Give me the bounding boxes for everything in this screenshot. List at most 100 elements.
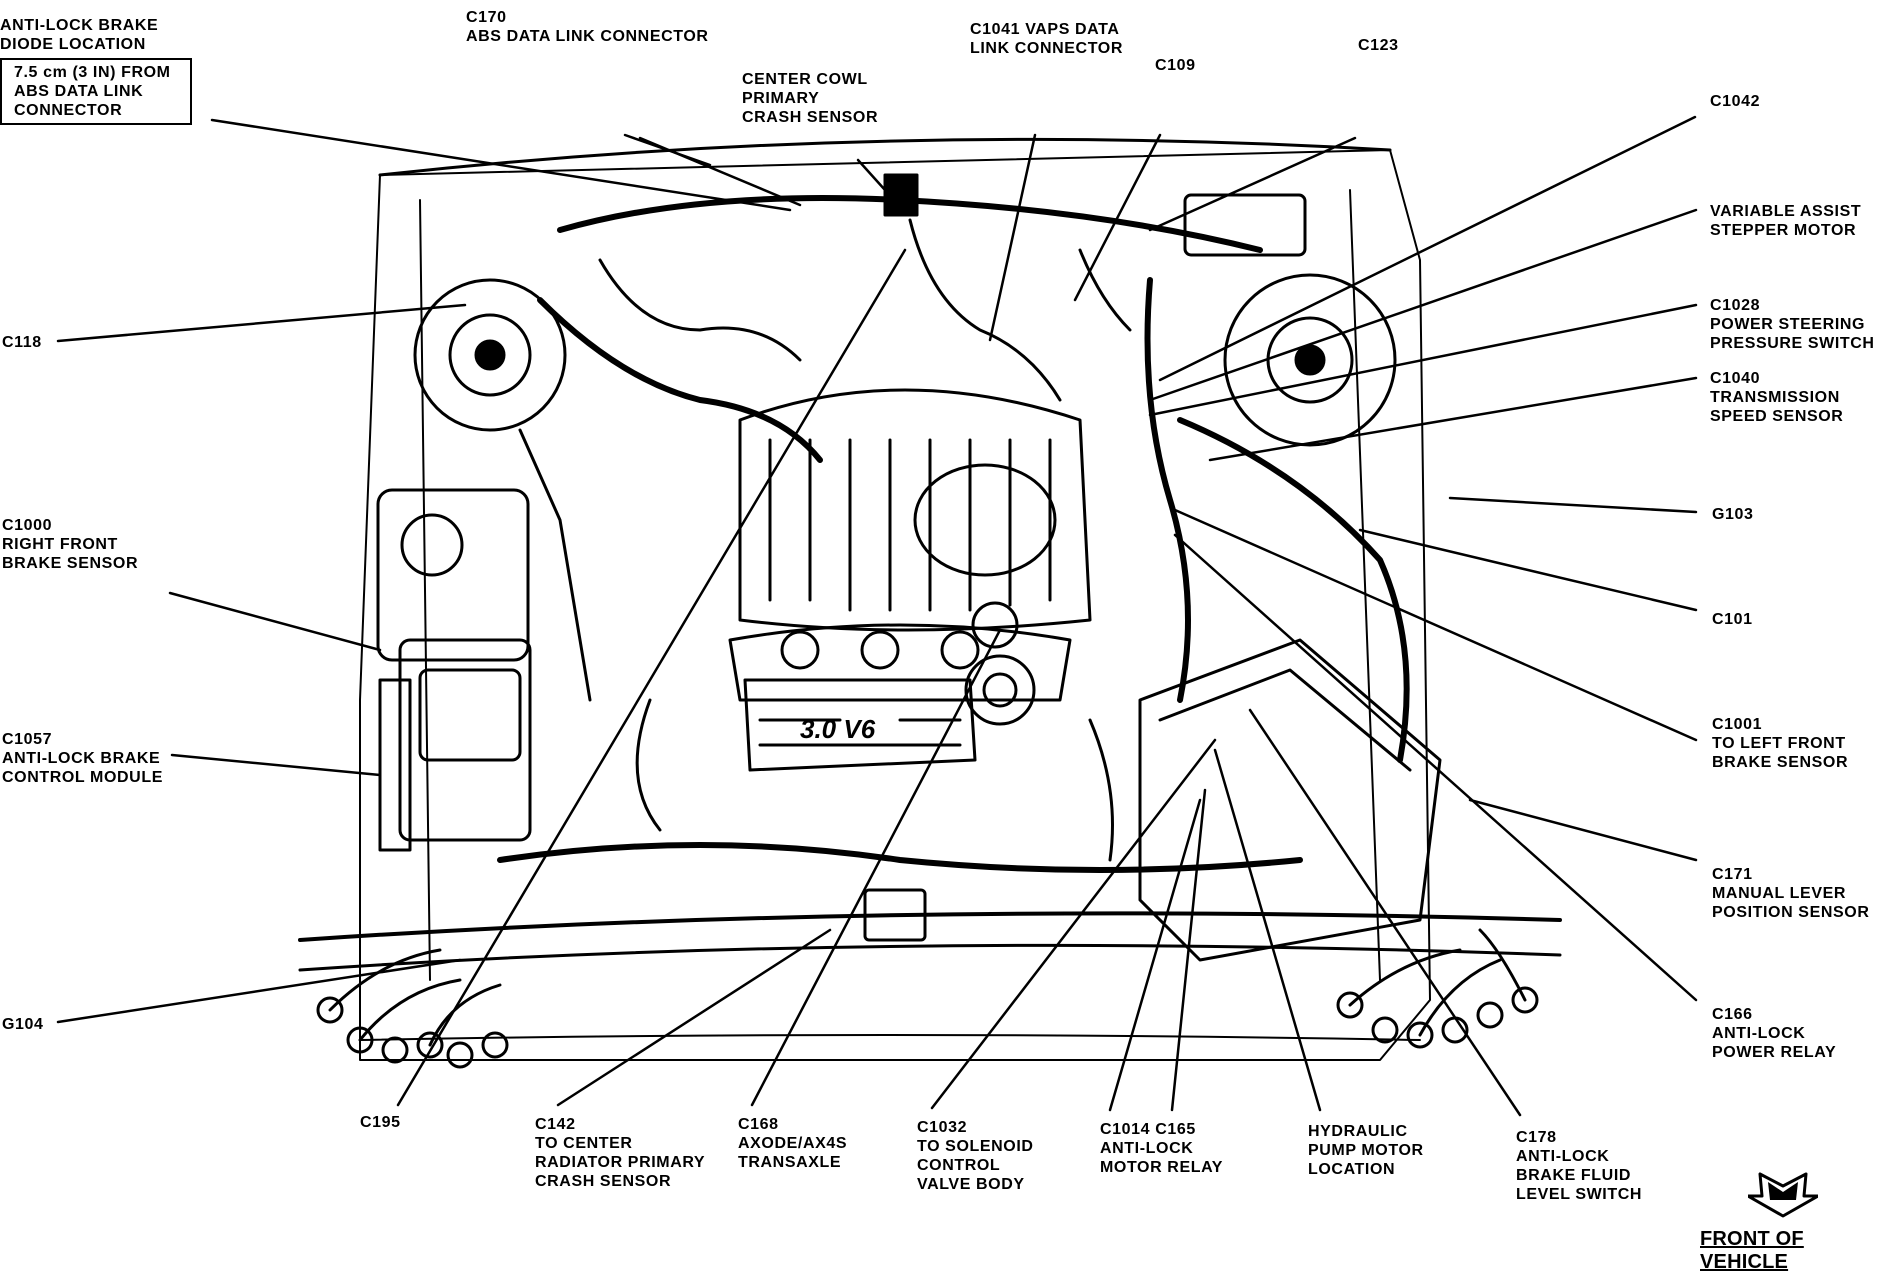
label-line: DIODE LOCATION bbox=[0, 36, 146, 53]
callout-text: RIGHT FRONT bbox=[2, 536, 118, 553]
left-strut-tower bbox=[413, 278, 567, 432]
callout-c195: C195 bbox=[360, 1113, 401, 1132]
abs-control-module bbox=[376, 488, 532, 852]
leader-line-c1014-c165 bbox=[1108, 798, 1202, 1112]
callout-g104: G104 bbox=[2, 1015, 44, 1034]
callout-c1032: C1032 TO SOLENOID CONTROL VALVE BODY bbox=[917, 1118, 1034, 1194]
leader-line-c171 bbox=[1468, 798, 1698, 862]
callout-text: CRASH SENSOR bbox=[742, 109, 879, 126]
leader-line-g103 bbox=[1448, 496, 1698, 514]
callout-text: LINK CONNECTOR bbox=[970, 40, 1123, 57]
battery-area bbox=[1138, 638, 1442, 962]
callout-text: C178 bbox=[1516, 1129, 1557, 1146]
callout-text: ANTI-LOCK bbox=[1712, 1025, 1806, 1042]
callout-text: PUMP MOTOR bbox=[1308, 1142, 1424, 1159]
callout-text: STEPPER MOTOR bbox=[1710, 222, 1857, 239]
callout-text: BRAKE FLUID bbox=[1516, 1167, 1632, 1184]
abs-diode-note-box: 7.5 cm (3 IN) FROM ABS DATA LINK CONNECT… bbox=[0, 58, 192, 125]
callout-text: ABS DATA LINK CONNECTOR bbox=[466, 28, 709, 45]
leader-line-c123 bbox=[1148, 136, 1357, 232]
callout-text: SPEED SENSOR bbox=[1710, 408, 1844, 425]
callout-text: C1000 bbox=[2, 517, 53, 534]
leader-line-c142 bbox=[556, 928, 832, 1107]
callout-text: POWER STEERING bbox=[1710, 316, 1866, 333]
callout-text: TRANSMISSION bbox=[1710, 389, 1840, 406]
callout-text: ANTI-LOCK bbox=[1100, 1140, 1194, 1157]
callout-text: TO SOLENOID bbox=[917, 1138, 1034, 1155]
callout-c1042: C1042 bbox=[1710, 92, 1760, 111]
valve-cover bbox=[743, 601, 1036, 772]
leader-line-c166 bbox=[1173, 533, 1698, 1002]
note-line: CONNECTOR bbox=[14, 102, 123, 119]
inner-fender-left bbox=[419, 199, 431, 981]
callout-text: C1040 bbox=[1710, 370, 1761, 387]
leader-line-c1028 bbox=[1148, 303, 1698, 417]
callout-text: C1014 C165 bbox=[1100, 1121, 1196, 1138]
callout-hydraulic-pump: HYDRAULIC PUMP MOTOR LOCATION bbox=[1308, 1122, 1424, 1179]
callout-text: CONTROL bbox=[917, 1157, 1001, 1174]
callout-text: MOTOR RELAY bbox=[1100, 1159, 1224, 1176]
callout-text: C195 bbox=[360, 1114, 401, 1131]
right-strut-tower bbox=[1223, 273, 1397, 447]
callout-c118: C118 bbox=[2, 333, 42, 352]
wiring-harness-detail bbox=[518, 218, 1132, 862]
callout-text: G104 bbox=[2, 1016, 44, 1033]
leader-line-c1041 bbox=[988, 133, 1037, 342]
leader-line-c118 bbox=[56, 303, 467, 343]
leader-line-c178 bbox=[1248, 708, 1522, 1117]
callout-text: AXODE/AX4S bbox=[738, 1135, 848, 1152]
leader-line-c1042 bbox=[1158, 115, 1697, 382]
callout-text: RADIATOR PRIMARY bbox=[535, 1154, 706, 1171]
leader-line-c1040 bbox=[1208, 376, 1698, 462]
callout-text: C109 bbox=[1155, 57, 1196, 74]
callout-text: CONTROL MODULE bbox=[2, 769, 163, 786]
callout-text: CENTER COWL bbox=[742, 71, 868, 88]
callout-text: C118 bbox=[2, 334, 42, 351]
leader-line-abs-diode bbox=[210, 118, 792, 212]
callout-text: C171 bbox=[1712, 866, 1753, 883]
callout-text: MANUAL LEVER bbox=[1712, 885, 1847, 902]
leader-line-c195 bbox=[396, 248, 907, 1107]
leader-line-c1014-c165 bbox=[1170, 788, 1207, 1112]
note-line: 7.5 cm (3 IN) FROM bbox=[14, 64, 171, 81]
callout-text: VALVE BODY bbox=[917, 1176, 1025, 1193]
cowl-line bbox=[378, 137, 1392, 177]
relay-box bbox=[1183, 193, 1307, 257]
center-cowl-crash-sensor bbox=[883, 173, 919, 217]
callout-text: HYDRAULIC bbox=[1308, 1123, 1408, 1140]
callout-text: C123 bbox=[1358, 37, 1399, 54]
callout-text: ANTI-LOCK bbox=[1516, 1148, 1610, 1165]
leader-line-center-cowl bbox=[856, 158, 887, 192]
leader-line-c1057 bbox=[170, 753, 382, 777]
callout-text: TRANSAXLE bbox=[738, 1154, 842, 1171]
intake-manifold bbox=[728, 388, 1092, 702]
callout-text: LEVEL SWITCH bbox=[1516, 1186, 1643, 1203]
callout-text: LOCATION bbox=[1308, 1161, 1396, 1178]
leader-line-c1000 bbox=[168, 591, 382, 652]
radiator-support bbox=[298, 911, 1562, 942]
leader-line-c109 bbox=[1073, 133, 1162, 302]
callout-text: C101 bbox=[1712, 611, 1753, 628]
bumper-line bbox=[359, 1034, 1421, 1041]
callout-g103: G103 bbox=[1712, 505, 1754, 524]
fender-outline bbox=[359, 149, 1431, 1061]
note-line: ABS DATA LINK bbox=[14, 83, 144, 100]
right-headlamp-connectors bbox=[1336, 928, 1539, 1049]
leader-line-g104 bbox=[56, 958, 462, 1024]
callout-text: CRASH SENSOR bbox=[535, 1173, 672, 1190]
callout-text: C1032 bbox=[917, 1119, 968, 1136]
leader-line-c1001 bbox=[1173, 508, 1698, 742]
callout-text: POWER RELAY bbox=[1712, 1044, 1837, 1061]
